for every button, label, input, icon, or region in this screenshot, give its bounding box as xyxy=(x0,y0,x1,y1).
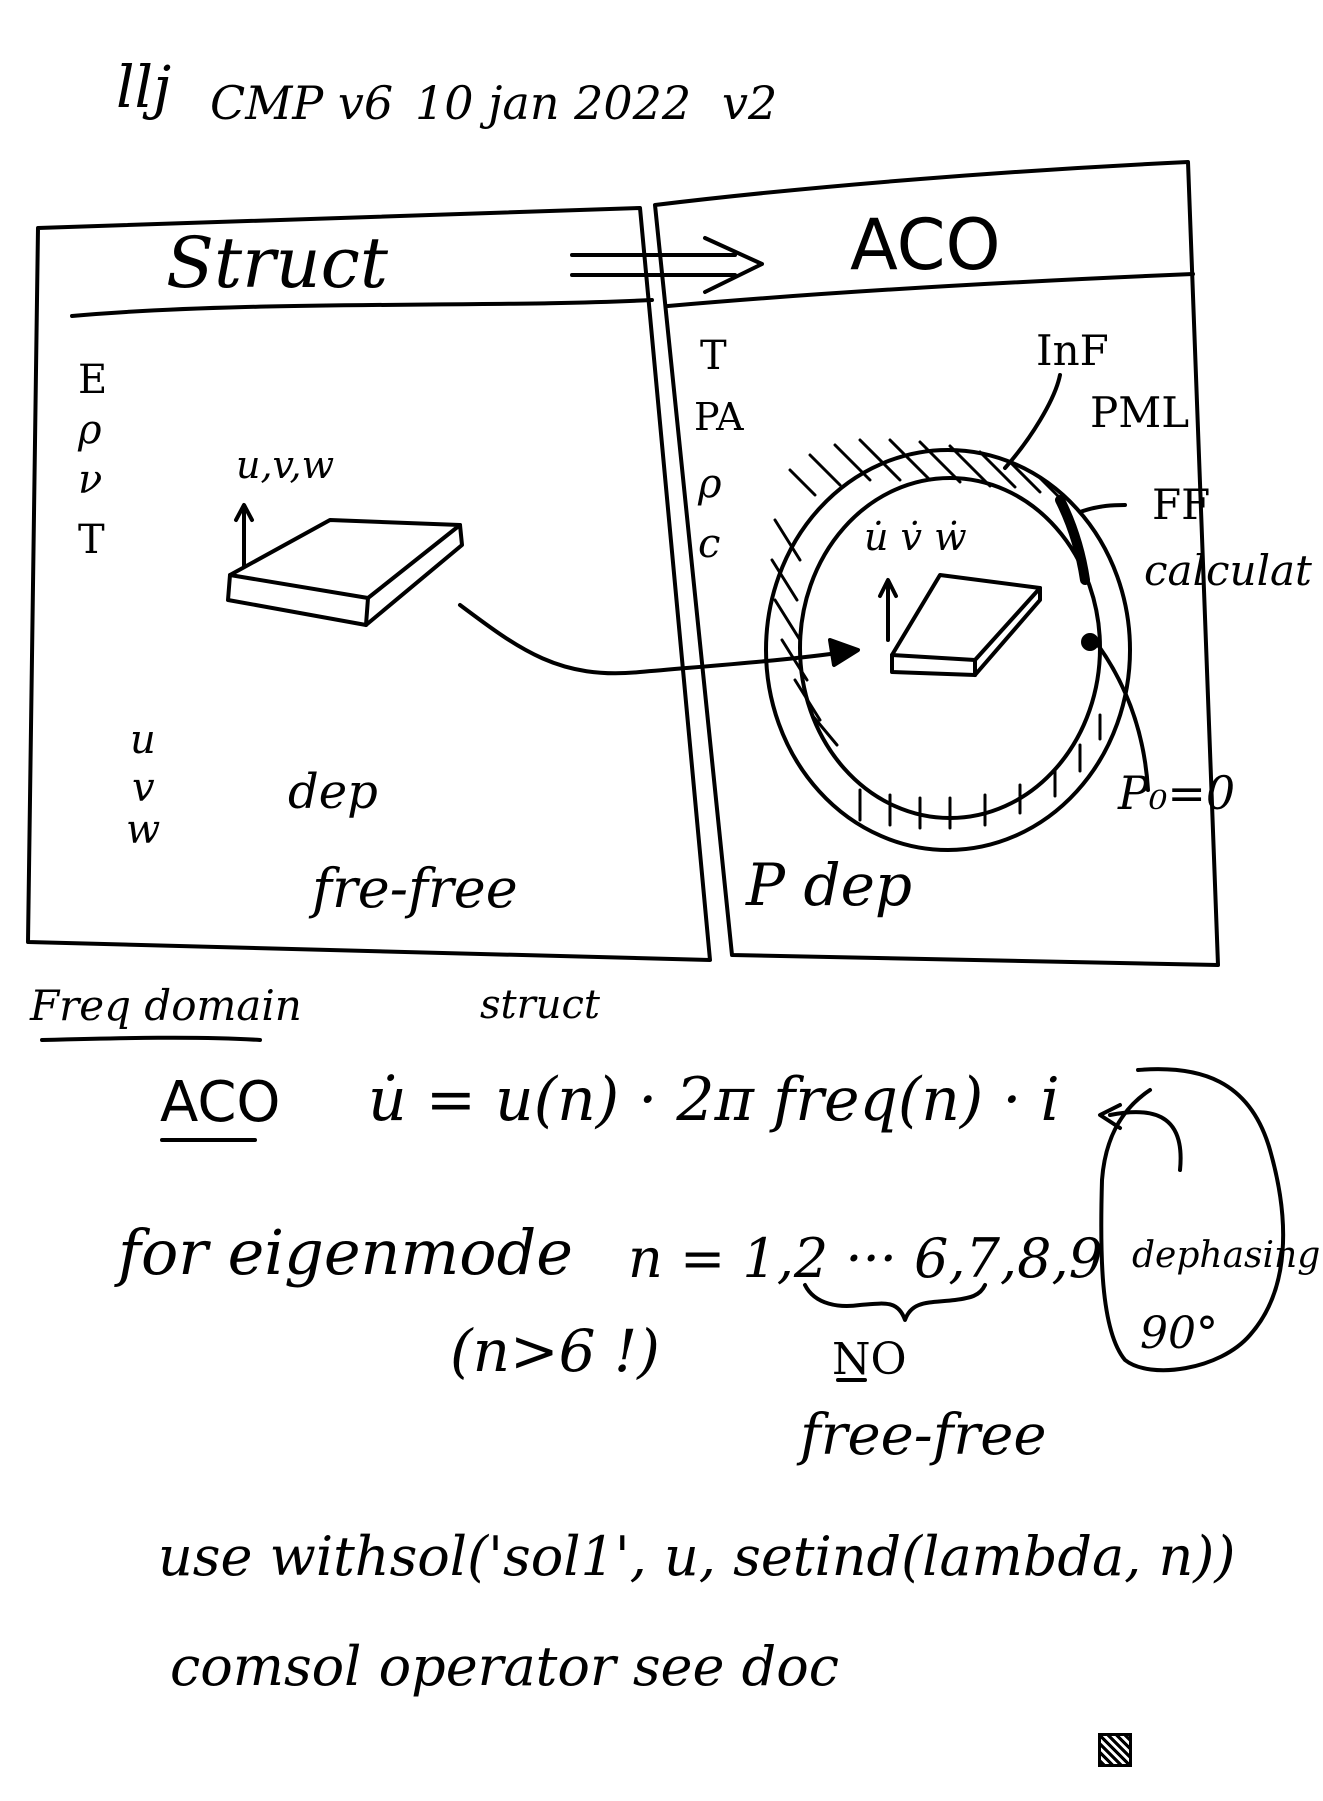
withsol-note: use withsol('sol1', u, setind(lambda, n)… xyxy=(158,1525,1236,1588)
struct-vector-label: u,v,w xyxy=(236,443,335,487)
dephasing-label: dephasing xyxy=(1132,1235,1321,1276)
ff-label: FF xyxy=(1152,480,1211,529)
dephasing-angle: 90° xyxy=(1140,1308,1218,1359)
header-version: v2 xyxy=(722,76,778,130)
freq-domain-underline xyxy=(40,1035,262,1042)
struct-param-e: E xyxy=(78,357,108,403)
struct-dof-u: u xyxy=(130,717,156,763)
aco-param-rho: ρ xyxy=(698,461,722,507)
struct-dof-v: v xyxy=(132,765,155,811)
velocity-equation: u̇ = u(n) · 2π freq(n) · i xyxy=(368,1065,1060,1135)
struct-param-rho: ρ xyxy=(78,407,102,453)
stamp-icon xyxy=(1098,1733,1132,1767)
aco-dep-label: P dep xyxy=(746,851,913,919)
freq-domain-label: Freq domain xyxy=(30,981,302,1030)
leader-lines xyxy=(1003,373,1150,792)
aco-param-t: T xyxy=(700,333,727,379)
struct-param-t: T xyxy=(78,517,105,563)
aco-plate-icon xyxy=(878,573,1042,677)
aco-param-c: c xyxy=(698,521,721,567)
struct-note-label: struct xyxy=(480,982,600,1028)
double-arrow-icon xyxy=(570,236,764,294)
struct-plate-icon xyxy=(226,503,464,627)
free-free-label: free-free xyxy=(800,1403,1047,1468)
aco-param-pa: PA xyxy=(694,395,744,439)
transfer-arrow-icon xyxy=(458,603,860,676)
inf-label: InF xyxy=(1036,326,1109,375)
pml-ring-icon xyxy=(764,438,1132,852)
struct-panel-frame xyxy=(26,206,712,962)
p0-label: P₀=0 xyxy=(1118,766,1236,820)
struct-panel-title: Struct xyxy=(166,222,388,304)
struct-dof-w: w xyxy=(126,807,161,853)
brace-icon xyxy=(803,1283,987,1322)
struct-dep-label: dep xyxy=(288,764,378,820)
struct-param-nu: ν xyxy=(78,457,103,503)
aco-panel-title: ACO xyxy=(850,204,1001,286)
pml-label: PML xyxy=(1090,388,1190,437)
header-initials: llj xyxy=(116,53,172,121)
no-label: NO xyxy=(832,1334,907,1385)
dephasing-arrow-icon xyxy=(1098,1103,1183,1172)
aco-panel-frame xyxy=(653,160,1220,967)
n-values: n = 1,2 ··· 6,7,8,9 xyxy=(628,1227,1103,1290)
struct-bc-label: fre-free xyxy=(312,857,518,920)
ff-calc-label: calculat xyxy=(1144,546,1312,595)
comsol-note: comsol operator see doc xyxy=(170,1635,839,1698)
header-project: CMP v6 xyxy=(210,76,394,130)
eigenmode-label: for eigenmode xyxy=(118,1216,573,1289)
n-condition: (n>6 !) xyxy=(450,1317,660,1385)
dephasing-loop xyxy=(1099,1067,1286,1373)
aco-vector-label: u̇ v̇ ẇ xyxy=(864,515,967,559)
header-date: 10 jan 2022 xyxy=(415,76,692,130)
aco-note-label: ACO xyxy=(160,1070,281,1135)
